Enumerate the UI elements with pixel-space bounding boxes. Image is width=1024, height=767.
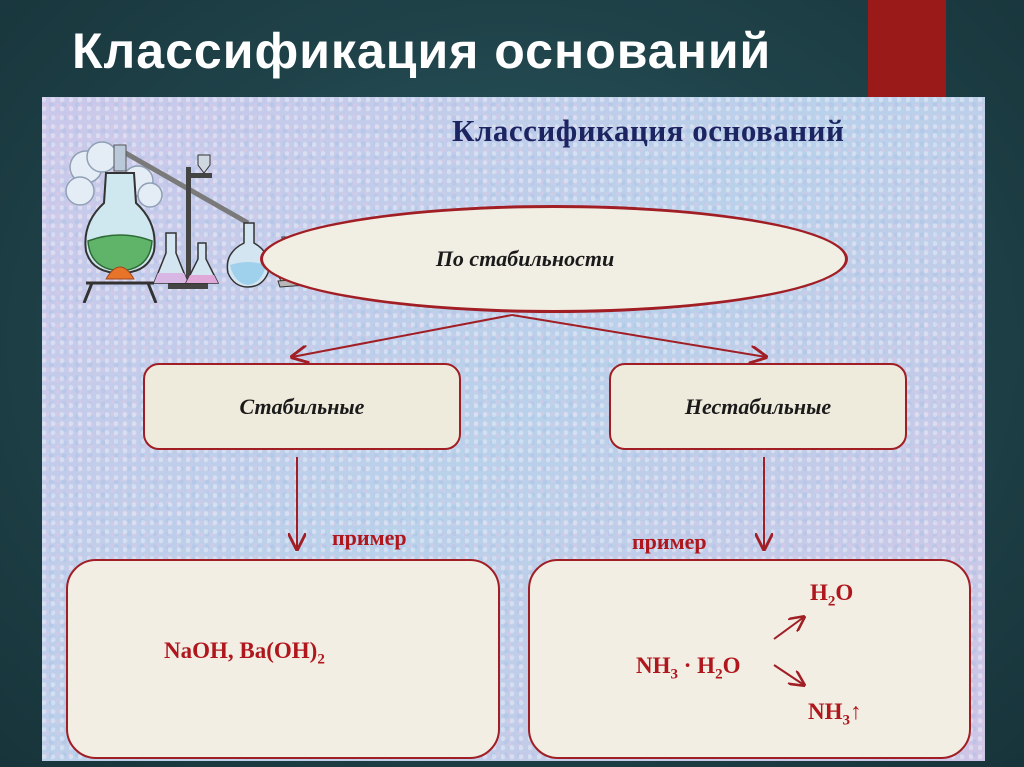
arrow-to-unstable	[511, 314, 766, 357]
diagram-panel: Классификация оснований	[42, 97, 985, 761]
stability-label: По стабильности	[435, 246, 615, 271]
example-label-unstable: пример	[632, 529, 707, 554]
nh3-formula: NH3↑	[808, 699, 862, 729]
decomposition-arrows	[773, 561, 973, 761]
slide-title: Классификация оснований	[72, 23, 772, 79]
gas-arrow-icon: ↑	[850, 699, 862, 724]
accent-tab	[868, 0, 946, 97]
stable-box: Стабильные	[143, 363, 461, 450]
lab-equipment-icon	[65, 141, 337, 303]
stable-example-box: NaOH, Ba(OH)2	[66, 559, 500, 759]
unstable-box: Нестабильные	[609, 363, 907, 450]
h2o-formula: H2O	[810, 580, 854, 610]
stable-example-formula: NaOH, Ba(OH)2	[164, 638, 325, 668]
unstable-example-box: H2O NH3 · H2O NH3↑	[528, 559, 971, 759]
example-label-stable: пример	[332, 525, 407, 550]
diagram-title: Классификация оснований	[452, 113, 845, 148]
connector-lines	[42, 314, 985, 761]
ammonium-hydroxide-formula: NH3 · H2O	[636, 653, 741, 683]
arrow-to-h2o	[773, 617, 804, 640]
unstable-label: Нестабильные	[684, 393, 832, 419]
stability-ellipse: По стабильности	[260, 205, 848, 313]
stable-label: Стабильные	[239, 393, 365, 419]
arrow-to-stable	[292, 314, 513, 357]
arrow-to-nh3	[773, 664, 804, 685]
